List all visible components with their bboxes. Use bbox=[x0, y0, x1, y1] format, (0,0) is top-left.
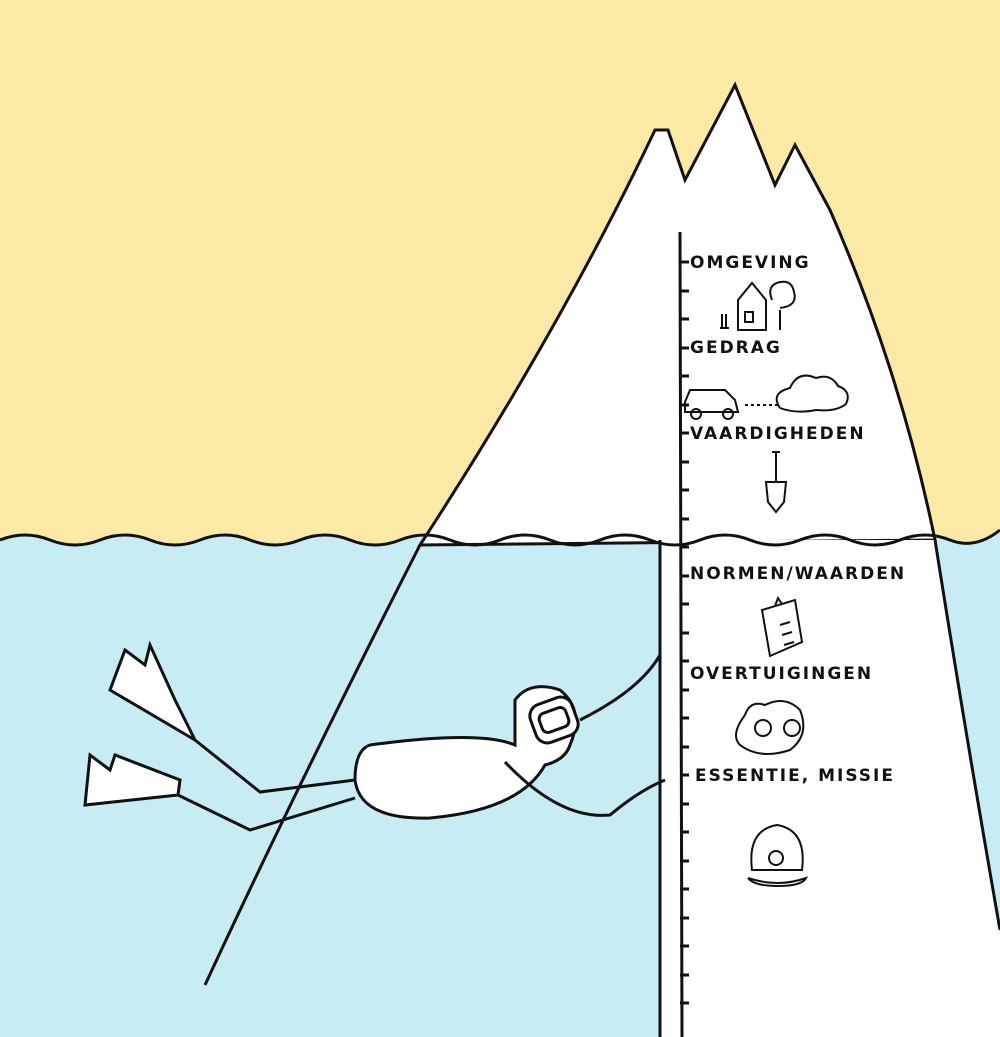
pearl-shell-icon bbox=[747, 823, 809, 888]
shovel-icon bbox=[764, 451, 788, 514]
clipboard-icon bbox=[760, 595, 804, 658]
car-icon bbox=[684, 374, 849, 420]
iceberg-top bbox=[417, 81, 937, 547]
fin-top bbox=[108, 640, 199, 744]
iceberg-column bbox=[660, 540, 1000, 1037]
level-label-gedrag: GEDRAG bbox=[690, 338, 782, 358]
house-tree-icon bbox=[720, 280, 796, 331]
fin-bottom bbox=[83, 752, 182, 807]
level-label-overtuigingen: OVERTUIGINGEN bbox=[690, 664, 874, 684]
level-label-omgeving: OMGEVING bbox=[690, 253, 811, 273]
depth-scale bbox=[678, 231, 689, 1037]
glasses-icon bbox=[735, 700, 805, 755]
level-label-essentie-missie: ESSENTIE, MISSIE bbox=[695, 766, 895, 786]
diver bbox=[83, 640, 666, 832]
level-label-vaardigheden: VAARDIGHEDEN bbox=[690, 424, 866, 444]
level-label-normen-waarden: NORMEN/WAARDEN bbox=[690, 564, 907, 584]
slope-line bbox=[203, 544, 422, 986]
